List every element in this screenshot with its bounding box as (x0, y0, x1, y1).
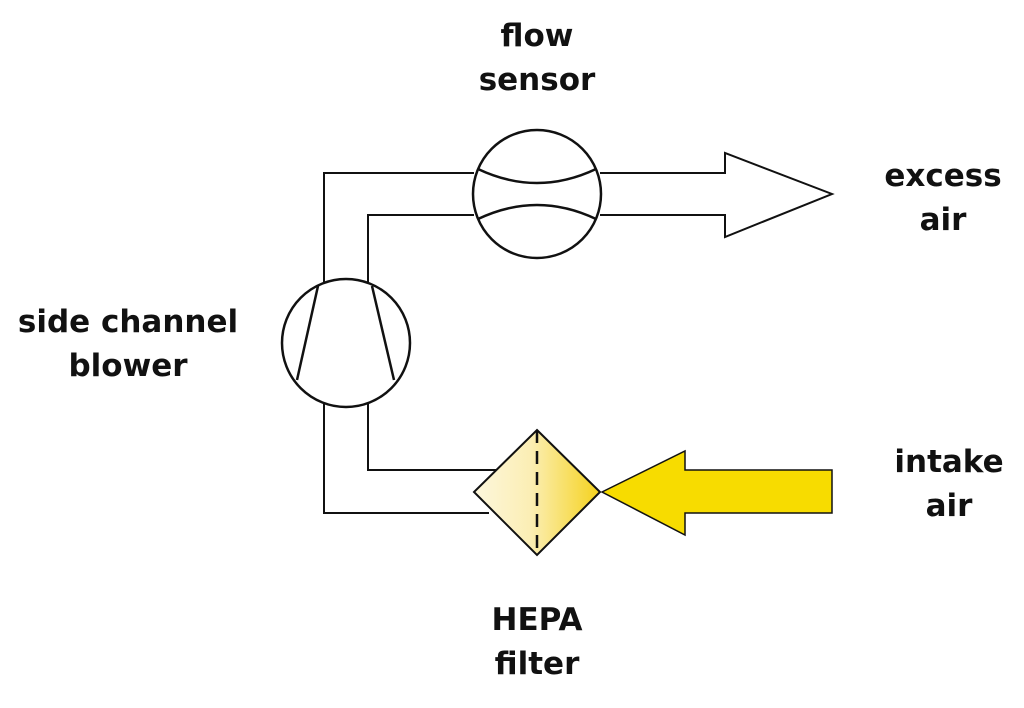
excess-air-label: excess air (870, 154, 1016, 242)
hepa-filter-label-line-1: HEPA (491, 602, 583, 638)
side-channel-blower-icon (280, 277, 412, 409)
excess-air-label-line-1: excess (884, 158, 1002, 194)
lower-pipe (323, 402, 514, 514)
upper-pipe (323, 172, 474, 286)
flow-sensor-icon (471, 128, 603, 260)
hepa-filter-icon (472, 428, 602, 557)
intake-air-label-line-1: intake (894, 444, 1004, 480)
intake-air-arrow (600, 449, 833, 537)
hepa-filter-label-line-2: filter (494, 646, 580, 682)
hepa-filter-label: HEPA filter (457, 598, 617, 686)
flow-sensor-label-line-1: flow (500, 18, 574, 54)
side-channel-blower-label-line-1: side channel (17, 304, 239, 340)
excess-air-label-line-2: air (919, 202, 967, 238)
flow-sensor-label-line-2: sensor (478, 62, 596, 98)
side-channel-blower-label: side channel blower (8, 300, 248, 388)
flow-sensor-label: flow sensor (457, 14, 617, 102)
intake-air-label: intake air (878, 440, 1020, 528)
excess-air-arrow (600, 151, 835, 239)
intake-air-label-line-2: air (925, 488, 973, 524)
side-channel-blower-label-line-2: blower (68, 348, 188, 384)
